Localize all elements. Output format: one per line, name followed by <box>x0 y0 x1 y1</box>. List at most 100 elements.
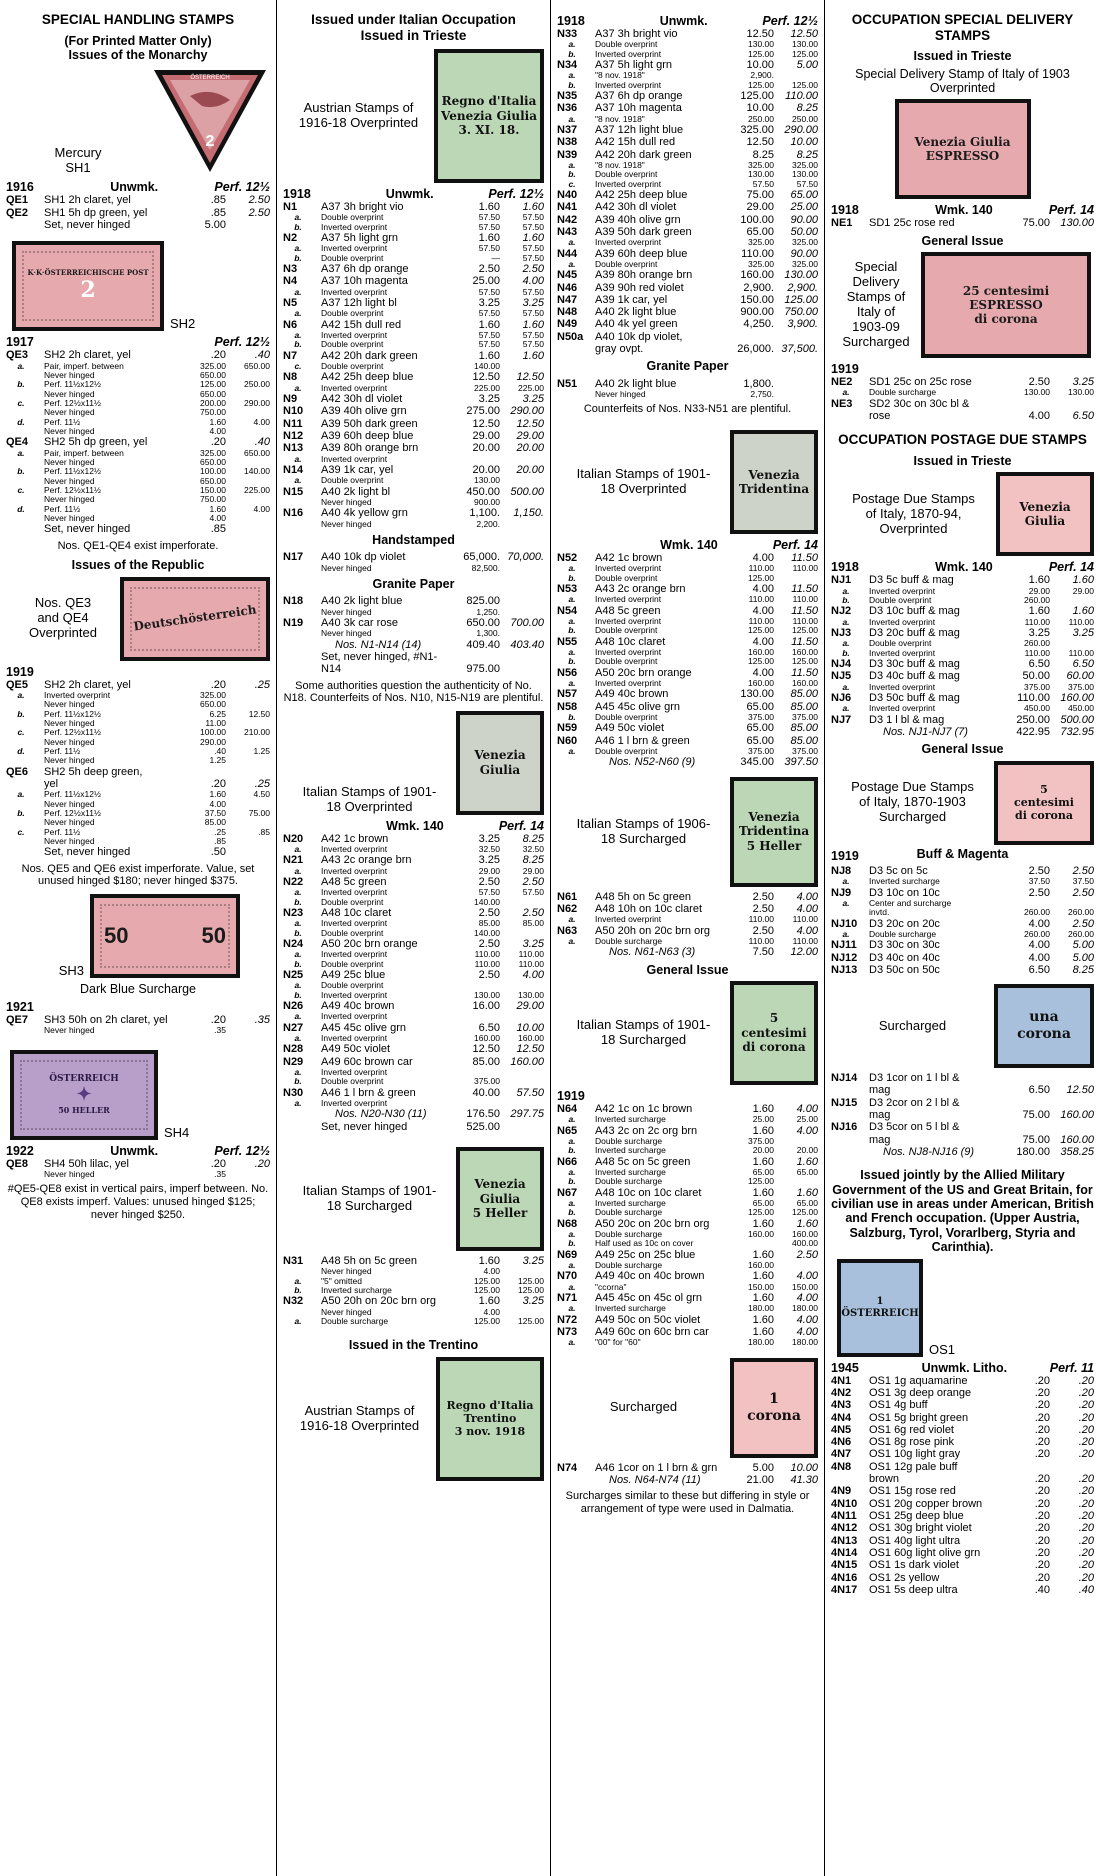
used-value: 1.25 <box>253 746 270 757</box>
catalog-number: N6 <box>283 318 298 331</box>
unused-value: 150.00 <box>740 293 774 306</box>
unused-value: 26,000. <box>737 343 774 356</box>
unused-value: 260.00 <box>1024 638 1050 649</box>
stamp-sh2-value: 2 <box>80 277 96 304</box>
catalog-number: N7 <box>283 349 298 362</box>
stamp-sh3-surcharge-right: 50 <box>201 922 226 948</box>
description: Inverted overprint <box>321 845 388 855</box>
used-value: .20 <box>254 1157 270 1170</box>
description: invtd. <box>869 908 890 918</box>
unused-value: .85 <box>210 206 226 219</box>
description: A43 2c orange brn <box>595 583 686 596</box>
variety-row: a.Inverted overprint <box>283 454 544 464</box>
description: A42 20h dark green <box>321 349 418 362</box>
catalog-number: N32 <box>283 1295 304 1308</box>
description: A42 1c brown <box>595 552 663 565</box>
catalog-number: N46 <box>557 281 578 294</box>
catalog-number: d. <box>17 416 25 427</box>
catalog-number <box>283 498 313 507</box>
description: OS1 5g bright green <box>869 1411 969 1424</box>
description: Nos. N52-N60 (9) <box>609 756 696 769</box>
catalog-number: a. <box>568 237 576 248</box>
used-value: 1.60 <box>522 318 544 331</box>
used-value: 732.95 <box>1060 725 1094 738</box>
catalog-number: c. <box>17 397 25 408</box>
catalog-number: N68 <box>557 1217 578 1230</box>
description: Double surcharge <box>595 1260 663 1270</box>
stamp-trentino-ovpt-image: Regno d'Italia Trentino 3 nov. 1918 <box>436 1356 544 1481</box>
unused-value: — <box>491 252 501 263</box>
used-value: 12.50 <box>516 1043 544 1056</box>
used-value: 1,150. <box>513 507 544 520</box>
catalog-number <box>831 726 869 738</box>
used-value <box>500 629 544 638</box>
description: D3 5c buff & mag <box>869 574 954 587</box>
catalog-number <box>6 1170 36 1179</box>
description: Inverted overprint <box>595 80 662 90</box>
description: Nos. NJ1-NJ7 (7) <box>883 725 968 738</box>
used-value: 2.50 <box>248 194 270 207</box>
description: A39 40h olive grn <box>595 213 681 226</box>
unused-value: 29.00 <box>472 429 500 442</box>
used-value: 325.00 <box>792 237 818 248</box>
variety-row: c.Perf. 11½.25.85 <box>6 827 270 837</box>
used-value: 11.50 <box>791 604 818 617</box>
unused-value: 2.50 <box>752 890 774 903</box>
unused-value: 160.00 <box>748 678 774 689</box>
unused-value: 110.00 <box>741 247 774 260</box>
used-value <box>1050 596 1094 605</box>
description: Double overprint <box>321 361 384 371</box>
catalog-number <box>831 1109 869 1121</box>
description: Never hinged <box>321 563 372 573</box>
used-value: 5.00 <box>1072 939 1094 952</box>
stamp-figure: Special Delivery Stamps of Italy of 1903… <box>831 252 1094 359</box>
unused-value: 130.00 <box>748 39 774 50</box>
stamp-figure: Postage Due Stamps of Italy, 1870-94, Ov… <box>831 472 1094 557</box>
variety-row: b.Double overprint—57.50 <box>283 252 544 263</box>
column-1: SPECIAL HANDLING STAMPS (For Printed Mat… <box>0 0 277 1876</box>
used-value: 110.00 <box>785 90 818 102</box>
description: Nos. N61-N63 (3) <box>609 946 696 959</box>
unused-value: .20 <box>1034 1423 1050 1436</box>
description: Inverted surcharge <box>595 1304 666 1314</box>
unused-value: .20 <box>1034 1546 1050 1559</box>
unused-value: 65.00 <box>746 734 774 747</box>
catalog-number: N57 <box>557 688 578 701</box>
variety-row: a.Inverted overprint <box>283 1067 544 1077</box>
catalog-number: N14 <box>283 463 304 476</box>
used-value: 290.00 <box>510 405 544 418</box>
unused-value: .20 <box>1034 1522 1050 1535</box>
description: A48 10h on 10c claret <box>595 902 703 915</box>
catalog-number: a. <box>294 286 302 297</box>
unused-value: 4.00 <box>1028 410 1050 423</box>
unused-value: 422.95 <box>1016 725 1050 738</box>
figure-caption: Mercury SH1 <box>54 145 102 176</box>
stamp-os1-image: 1 ÖSTERREICH <box>837 1258 923 1357</box>
description: "5" omitted <box>321 1276 362 1286</box>
used-value: 12.50 <box>248 708 270 719</box>
